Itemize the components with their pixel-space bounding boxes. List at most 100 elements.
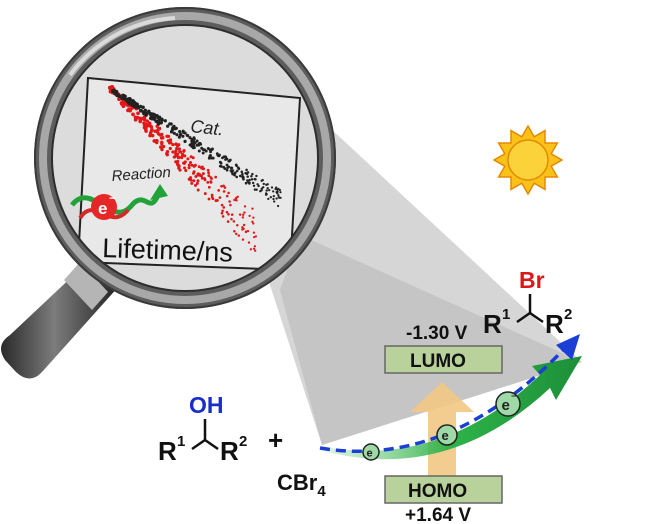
decay-point-catalyst (266, 187, 269, 190)
decay-point-catalyst (173, 127, 177, 131)
decay-point-catalyst (219, 161, 223, 165)
decay-point-reaction (241, 238, 245, 241)
decay-point-reaction (174, 142, 178, 146)
decay-point-catalyst (252, 184, 256, 188)
decay-point-reaction (254, 235, 258, 238)
decay-point-reaction (188, 160, 193, 165)
decay-point-reaction (232, 220, 236, 223)
decay-point-reaction (203, 192, 207, 196)
decay-point-catalyst (262, 182, 265, 186)
decay-point-catalyst (222, 165, 226, 169)
decay-point-catalyst (229, 166, 233, 170)
decay-point-reaction (192, 171, 195, 175)
decay-point-catalyst (251, 172, 254, 176)
decay-point-reaction (243, 205, 247, 208)
decay-point-reaction (206, 180, 210, 184)
decay-point-catalyst (141, 105, 145, 109)
decay-point-catalyst (113, 89, 118, 94)
decay-point-catalyst (245, 172, 249, 176)
decay-point-catalyst (278, 196, 281, 199)
svg-text:e: e (502, 397, 510, 414)
decay-point-catalyst (195, 143, 199, 147)
product-r2-sup: 2 (564, 306, 572, 323)
electron-dashed-arrowhead (556, 334, 580, 360)
decay-point-catalyst (208, 148, 212, 152)
decay-point-reaction (149, 129, 154, 133)
decay-point-reaction (234, 232, 238, 236)
decay-point-reaction (241, 226, 244, 229)
decay-point-reaction (220, 184, 223, 188)
decay-curves (108, 85, 282, 252)
decay-point-reaction (154, 140, 159, 145)
decay-point-reaction (251, 207, 254, 210)
decay-point-reaction (148, 133, 152, 138)
decay-point-reaction (252, 216, 255, 219)
decay-point-reaction (168, 146, 172, 151)
decay-point-reaction (171, 142, 175, 147)
decay-point-reaction (222, 190, 226, 193)
decay-point-catalyst (242, 177, 245, 181)
decay-point-catalyst (200, 146, 204, 150)
lifetime-axis-label: Lifetime/ns (102, 233, 234, 268)
decay-point-catalyst (220, 165, 223, 168)
decay-point-reaction (121, 104, 126, 109)
svg-text:e: e (442, 428, 449, 443)
decay-point-reaction (217, 189, 221, 192)
decay-point-reaction (187, 166, 191, 170)
reactant-r1-sup: 1 (177, 433, 185, 450)
decay-point-catalyst (156, 115, 160, 120)
light-beam-inner (280, 235, 582, 445)
decay-point-catalyst (160, 118, 164, 122)
lumo-label: LUMO (410, 351, 466, 372)
decay-point-reaction (207, 185, 211, 189)
decay-point-reaction (197, 165, 201, 169)
decay-point-reaction (254, 249, 257, 252)
decay-point-catalyst (181, 129, 185, 133)
decay-point-reaction (253, 245, 257, 248)
decay-point-reaction (194, 175, 198, 178)
electron-large: e − (495, 391, 521, 417)
decay-point-catalyst (265, 193, 268, 196)
decay-point-catalyst (128, 98, 133, 103)
decay-point-catalyst (256, 183, 259, 186)
decay-point-reaction (237, 234, 241, 237)
decay-point-reaction (146, 123, 150, 128)
decay-point-catalyst (123, 94, 127, 99)
decay-point-reaction (177, 147, 181, 151)
decay-point-catalyst (132, 100, 137, 105)
decay-point-reaction (218, 196, 222, 199)
decay-point-catalyst (278, 188, 282, 192)
decay-point-catalyst (183, 139, 187, 144)
decay-point-reaction (225, 210, 229, 214)
decay-point-reaction (187, 177, 191, 181)
decay-point-catalyst (244, 181, 248, 185)
decay-point-catalyst (250, 178, 254, 181)
oh-substituent: OH (189, 392, 224, 418)
electron-symbol-lens: e (98, 199, 107, 218)
reactant-r2: R (220, 436, 239, 466)
decay-point-reaction (196, 179, 200, 183)
decay-point-reaction (195, 181, 199, 185)
decay-point-catalyst (225, 163, 229, 167)
decay-point-reaction (182, 149, 186, 153)
decay-point-reaction (176, 159, 180, 164)
decay-point-catalyst (245, 168, 248, 172)
decay-point-reaction (171, 150, 175, 154)
decay-point-catalyst (215, 152, 219, 156)
decay-point-reaction (226, 220, 230, 223)
decay-point-catalyst (138, 108, 143, 113)
catalyst-label: Cat. (190, 116, 225, 139)
decay-point-catalyst (223, 155, 227, 158)
lumo-box (384, 345, 503, 374)
decay-point-catalyst (172, 124, 176, 128)
decay-point-catalyst (149, 113, 154, 118)
decay-point-catalyst (246, 179, 249, 182)
decay-point-catalyst (275, 197, 278, 200)
product-r2: R (545, 309, 564, 339)
decay-point-catalyst (172, 131, 176, 135)
decay-point-reaction (152, 139, 156, 143)
decay-point-reaction (229, 203, 232, 207)
decay-point-reaction (190, 181, 194, 185)
decay-point-catalyst (277, 194, 280, 197)
